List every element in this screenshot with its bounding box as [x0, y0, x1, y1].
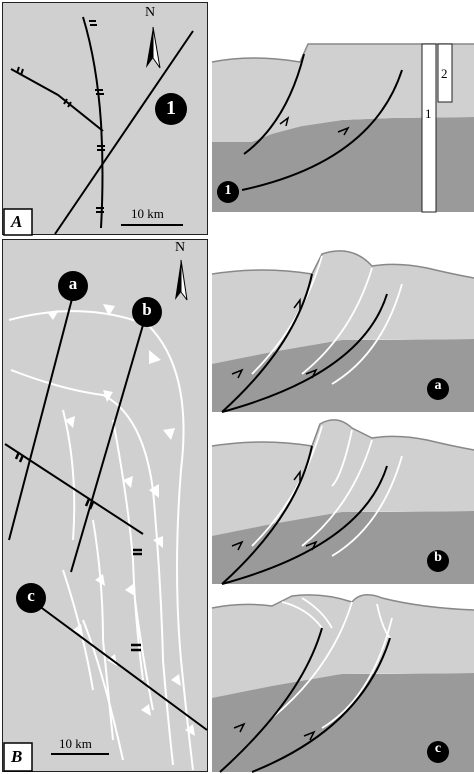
section-line-a: [8, 294, 74, 541]
fault-trace-b: [4, 443, 144, 535]
fault-marker-1-text: 1: [166, 97, 176, 119]
marker-b-text: b: [142, 300, 152, 319]
section-c-marker: [427, 741, 449, 763]
well-2-label: 2: [441, 66, 448, 81]
section-b-fault-2: [221, 465, 388, 585]
panel-b-label-box: [3, 742, 33, 772]
section-fault-a: [243, 53, 305, 155]
panel-a-map: N 1 10 km A: [2, 2, 208, 236]
scale-label-b: 10 km: [59, 736, 92, 751]
fault-trace-nw: [10, 68, 104, 132]
section-line-1: [54, 30, 194, 235]
fault-marker-1: [155, 93, 187, 125]
panel-a-label: A: [11, 212, 23, 231]
section-a: a: [211, 244, 474, 413]
section-fault-marker-text: 1: [224, 183, 232, 198]
scale-label: 10 km: [131, 206, 164, 221]
well-2: [437, 43, 453, 103]
fault-trace-ns: [82, 16, 104, 229]
section-fault-marker: [217, 181, 239, 203]
panel-b-map: N a b c 10 km B: [2, 239, 208, 772]
section-a-marker-text: a: [434, 378, 442, 393]
marker-a-text: a: [68, 274, 78, 293]
section-a-fault-1: [221, 273, 313, 413]
well-1: [421, 43, 437, 213]
section-c-fault-2: [251, 637, 391, 773]
north-label: N: [145, 5, 156, 20]
section-b: b: [211, 416, 474, 585]
marker-c-text: c: [27, 586, 35, 605]
section-line-c: [30, 599, 208, 731]
well-1-label: 1: [425, 106, 432, 121]
north-label-b: N: [175, 240, 186, 255]
section-a-fault-2: [221, 293, 388, 413]
section-c-fault-1: [219, 627, 323, 773]
panel-b-label: B: [11, 747, 23, 766]
panel-a-label-box: [3, 208, 33, 236]
panel-a-section: 1 1 2: [211, 2, 474, 235]
section-c: c: [211, 588, 474, 773]
marker-a: [58, 271, 88, 301]
section-line-b: [70, 324, 144, 573]
section-a-marker: [427, 378, 449, 400]
section-c-marker-text: c: [434, 741, 442, 756]
section-b-marker: [427, 550, 449, 572]
section-fault-main: [241, 69, 403, 191]
marker-c: [16, 583, 46, 613]
north-arrow: [146, 26, 161, 69]
marker-b: [132, 297, 162, 327]
section-b-fault-1: [221, 445, 313, 585]
section-b-marker-text: b: [434, 550, 442, 565]
north-arrow-b: [175, 259, 188, 301]
